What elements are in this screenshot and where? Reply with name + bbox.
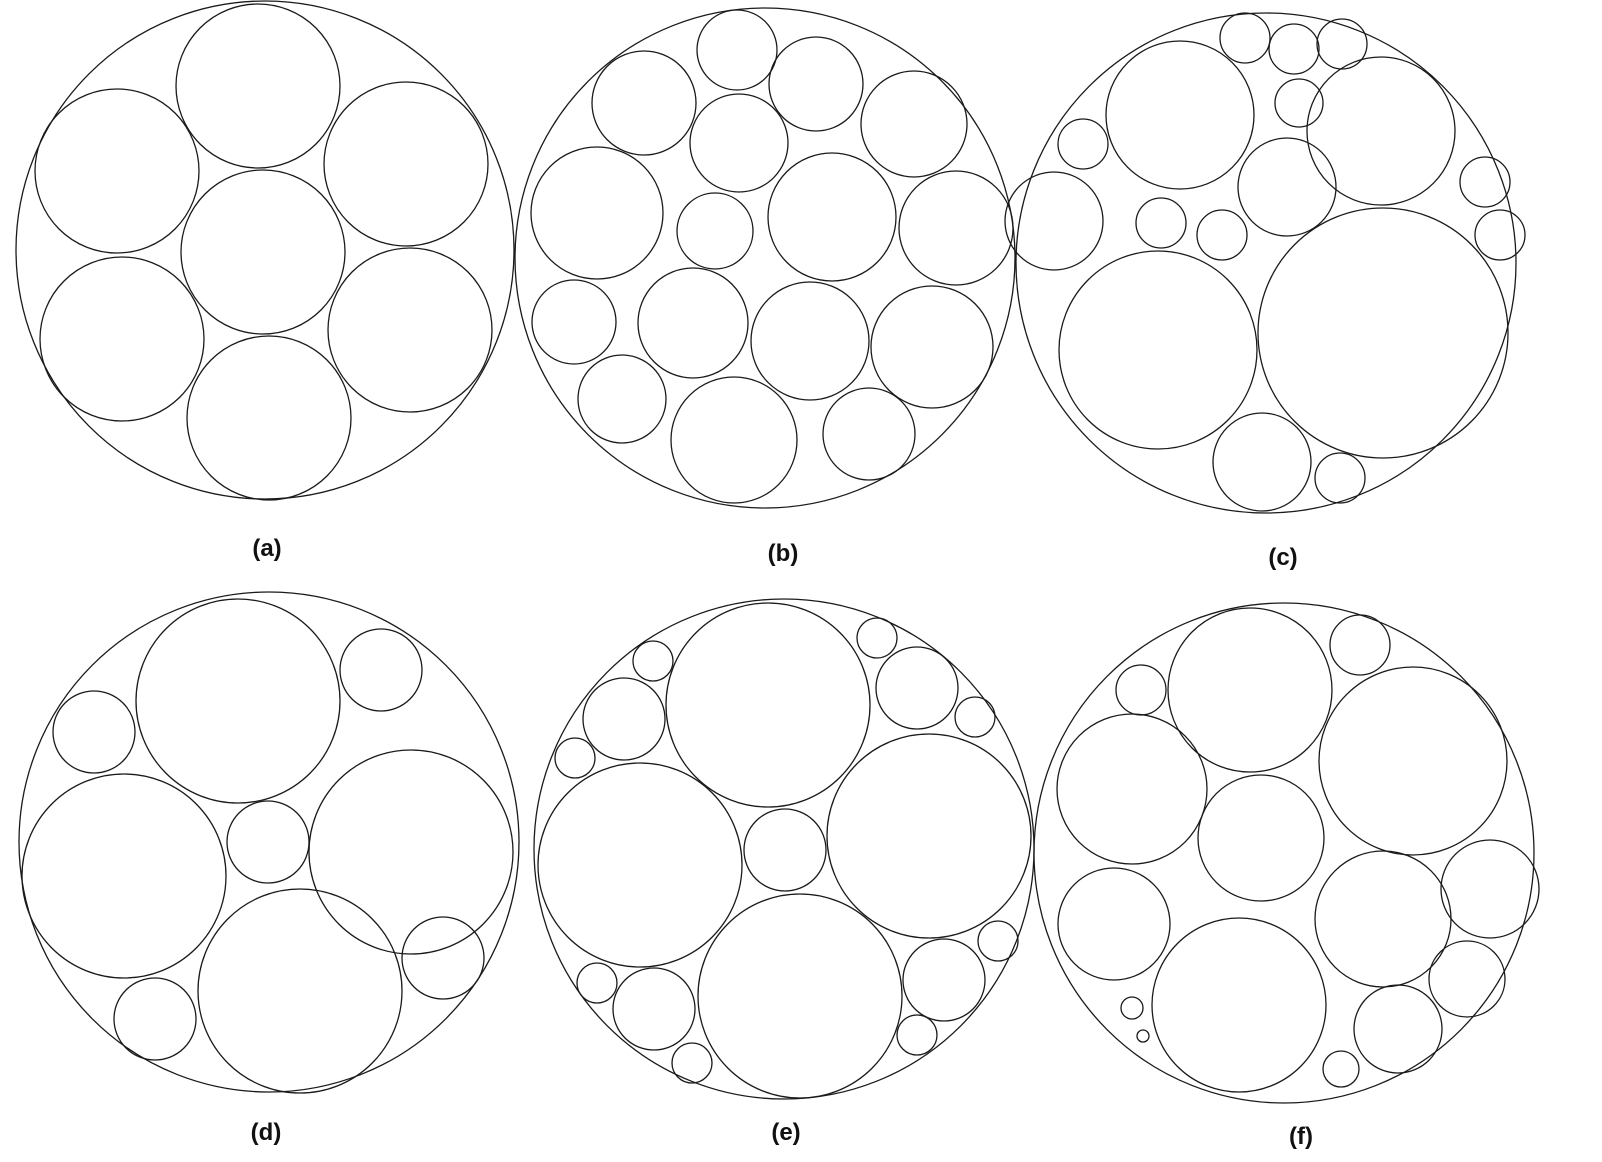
packed-circle (1115, 664, 1167, 716)
packed-circle (1212, 412, 1312, 512)
packed-circle (612, 967, 696, 1051)
container-circle (533, 598, 1035, 1100)
packed-circle (226, 800, 310, 884)
container-circle (514, 7, 1016, 509)
container-circle (1033, 602, 1535, 1104)
panel-e (533, 598, 1035, 1100)
packed-circle (591, 50, 697, 156)
packed-circle (186, 335, 352, 501)
panel-d (18, 591, 520, 1094)
packed-circle (676, 192, 754, 270)
packed-circle (896, 1014, 938, 1056)
packed-circle (954, 696, 996, 738)
packed-circle (1135, 197, 1187, 249)
packed-circle (1120, 996, 1144, 1020)
packed-circle (977, 920, 1019, 962)
packed-circle (875, 646, 959, 730)
packed-circle (323, 81, 489, 247)
packed-circle (671, 1042, 713, 1084)
packed-circle (1459, 156, 1511, 208)
panel-label-c: (c) (1268, 544, 1297, 571)
packed-circle (531, 279, 617, 365)
packed-circle (34, 88, 200, 254)
packed-circle (52, 690, 136, 774)
packed-circle (860, 70, 968, 178)
packed-circle (689, 93, 789, 193)
packed-circle (1056, 713, 1208, 865)
packed-circle (1322, 1050, 1360, 1088)
packed-circle (1197, 774, 1325, 902)
packed-circle (135, 598, 341, 804)
panel-b (514, 7, 1016, 509)
packed-circle (665, 602, 871, 808)
packed-circle (1274, 78, 1324, 128)
packed-circle (1316, 18, 1368, 70)
packed-circle (175, 3, 341, 169)
container-circle (15, 0, 515, 500)
packed-circle (632, 640, 674, 682)
packed-circle (1318, 666, 1508, 856)
packed-circle (576, 962, 618, 1004)
panel-label-b: (b) (768, 540, 799, 567)
packed-circle (637, 267, 749, 379)
packed-circle (308, 749, 514, 955)
packed-circle (1329, 614, 1391, 676)
packed-circle (822, 387, 916, 481)
packed-circle (537, 762, 743, 968)
packed-circle (1440, 839, 1540, 939)
packed-circle (21, 773, 227, 979)
packed-circle (696, 9, 778, 91)
packed-circle (1257, 207, 1509, 459)
packed-circle (1306, 56, 1456, 206)
panel-c (1004, 12, 1526, 514)
packed-circle (113, 977, 197, 1061)
panel-label-f: (f) (1289, 1123, 1313, 1150)
packed-circle (530, 146, 664, 280)
packed-circle (401, 916, 485, 1000)
packed-circle (870, 285, 994, 409)
packed-circle (577, 354, 667, 444)
packed-circle (768, 36, 864, 132)
packed-circle (898, 170, 1014, 286)
packed-circle (1167, 607, 1333, 773)
packed-circle (670, 376, 798, 504)
packed-circle (767, 152, 897, 282)
container-circle (18, 591, 520, 1093)
packed-circle (1057, 118, 1109, 170)
packed-circle (327, 247, 493, 413)
container-circle (1015, 12, 1517, 514)
packed-circle (902, 938, 986, 1022)
packed-circle (582, 677, 666, 761)
panel-label-d: (d) (251, 1119, 282, 1146)
packed-circle (554, 737, 596, 779)
packed-circle (1151, 917, 1327, 1093)
packed-circle (1004, 171, 1104, 271)
packed-circle (197, 888, 403, 1094)
packed-circle (1314, 452, 1366, 504)
packed-circle (1237, 137, 1337, 237)
packed-circle (1353, 984, 1443, 1074)
packed-circle (750, 281, 870, 401)
panel-a (15, 0, 515, 501)
packed-circle (1196, 209, 1248, 261)
packed-circle (1268, 23, 1320, 75)
packed-circle (1057, 867, 1171, 981)
packed-circle (1474, 209, 1526, 261)
packed-circle (856, 617, 898, 659)
panel-label-a: (a) (252, 535, 281, 562)
packed-circle (743, 808, 827, 892)
packed-circle (180, 169, 346, 335)
packed-circle (1136, 1029, 1150, 1043)
packed-circle (697, 893, 903, 1099)
panel-label-e: (e) (771, 1119, 800, 1146)
packed-circle (1058, 250, 1258, 450)
packed-circle (1428, 940, 1506, 1018)
packed-circle (39, 256, 205, 422)
panel-f (1033, 602, 1540, 1104)
packed-circle (1219, 12, 1271, 64)
packed-circle (826, 733, 1032, 939)
packed-circle (1105, 40, 1255, 190)
packed-circle (339, 628, 423, 712)
